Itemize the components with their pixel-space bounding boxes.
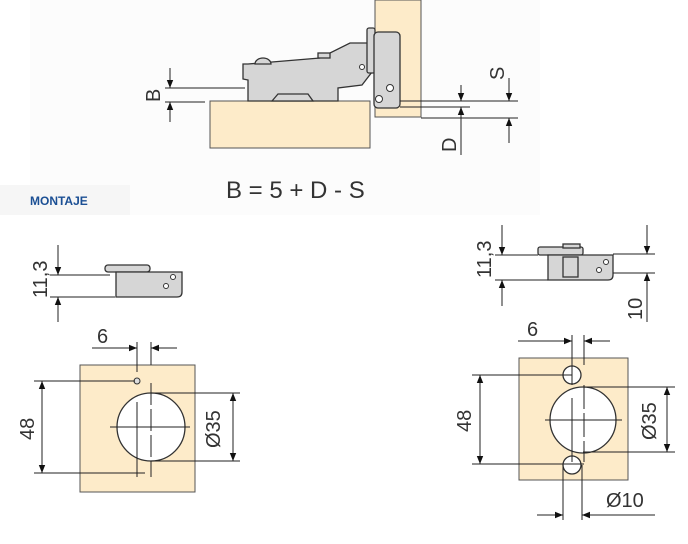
right-depth-label: 10 <box>625 298 647 320</box>
left-cup-diameter-label: Ø35 <box>203 410 225 448</box>
right-spacing-label: 48 <box>454 410 476 432</box>
hinge-arm <box>242 27 401 109</box>
section-label: MONTAJE <box>30 194 88 208</box>
right-dowel-diameter-label: Ø10 <box>606 490 644 512</box>
right-drawing: 11,3 10 6 48 Ø35 Ø10 <box>454 225 675 520</box>
cabinet-side <box>209 100 371 149</box>
dim-s-label: S <box>487 67 509 80</box>
left-offset-label: 6 <box>97 326 108 348</box>
dim-d-label: D <box>439 138 461 152</box>
left-spacing-label: 48 <box>17 418 39 440</box>
left-drawing: 11,3 6 48 Ø35 <box>17 245 240 493</box>
right-offset-label: 6 <box>527 319 538 341</box>
right-cup-diameter-label: Ø35 <box>639 402 661 440</box>
right-height-label: 11,3 <box>474 241 496 278</box>
section-tag: MONTAJE <box>0 185 130 215</box>
left-height-label: 11,3 <box>30 261 52 298</box>
dim-b-label: B <box>143 89 165 102</box>
formula: B = 5 + D - S <box>226 177 365 204</box>
top-assembly: B D S B = 5 + D - S <box>143 0 518 204</box>
